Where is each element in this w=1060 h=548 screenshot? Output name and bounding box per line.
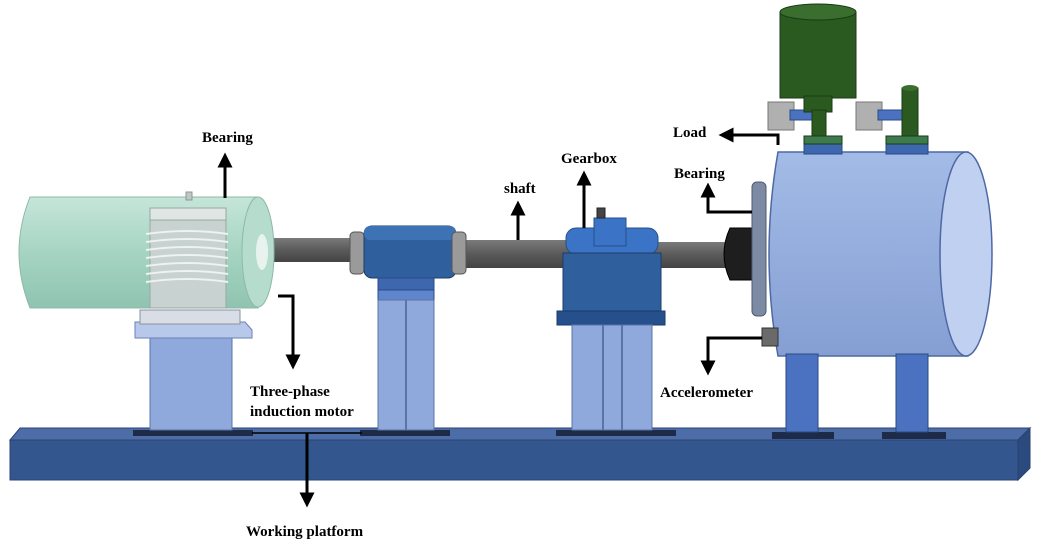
motor-arrow: [278, 296, 293, 362]
label-working-platform: Working platform: [246, 524, 364, 540]
coupling-support: [378, 278, 434, 430]
accelerometer-sensor: [762, 328, 778, 346]
coupling: [350, 226, 466, 278]
label-bearing-left: Bearing: [202, 130, 253, 146]
bearing-right-arrow: [708, 190, 752, 212]
label-gearbox: Gearbox: [561, 151, 617, 167]
load-arrow: [726, 135, 778, 145]
accelerometer-arrow: [708, 338, 762, 368]
label-load: Load: [673, 125, 707, 141]
gearbox: [557, 208, 665, 430]
motor-support: [135, 310, 252, 430]
induction-motor: [19, 192, 274, 308]
label-motor-line2: induction motor: [250, 404, 354, 420]
label-motor-line1: Three-phase: [250, 384, 330, 400]
load-motor: [768, 4, 928, 144]
label-accelerometer: Accelerometer: [660, 385, 753, 401]
label-shaft: shaft: [504, 181, 536, 197]
load-legs: [786, 354, 928, 432]
load-bearing: [724, 182, 766, 316]
working-platform: [10, 428, 1030, 480]
load-drum: [769, 140, 992, 356]
label-bearing-right: Bearing: [674, 166, 725, 182]
